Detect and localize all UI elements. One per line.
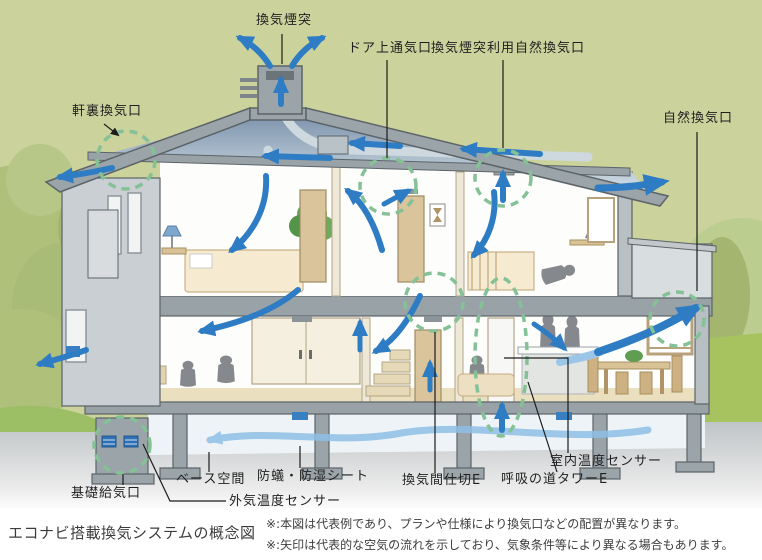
diagram-title: エコナビ搭載換気システムの概念図 — [8, 524, 256, 542]
vent-circle-natural — [648, 290, 706, 348]
label-eave-back-vent: 軒裏換気口 — [72, 104, 143, 119]
ceiling-band — [87, 151, 631, 177]
label-base-space: ベース空間 — [176, 472, 246, 487]
vent-circle-door-top — [358, 156, 418, 216]
floor-vent-2 — [556, 412, 572, 420]
label-chimney-natural-vent: 換気煙突利用自然換気口 — [431, 41, 586, 56]
diagram-notes: ※:本図は代表例であり、プランや仕様により換気口などの配置が異なります。 ※:矢… — [266, 514, 733, 556]
attic-space — [92, 115, 652, 198]
partition-vent — [424, 316, 442, 322]
label-natural-vent: 自然換気口 — [663, 111, 734, 126]
balcony — [627, 237, 717, 299]
duct-box — [317, 135, 349, 155]
second-floor-furniture — [161, 165, 615, 297]
leader-lines — [103, 34, 698, 502]
house-cutaway-illustration — [0, 0, 762, 512]
label-outdoor-temp-sensor: 外気温度センサー — [229, 494, 342, 509]
label-anti-termite-sheet: 防蟻・防湿シート — [257, 469, 370, 484]
vent-circle-foundation — [92, 415, 152, 475]
vent-circle-breathing-tower — [473, 276, 529, 438]
first-floor-slab — [84, 401, 710, 415]
label-indoor-temp-sensor: 室内温度センサー — [550, 454, 663, 469]
first-floor-ceiling-vent — [292, 316, 312, 322]
label-breathing-tower: 呼吸の道タワーE — [501, 472, 609, 487]
label-foundation-intake: 基礎給気口 — [71, 486, 142, 501]
second-floor-slab — [77, 295, 713, 317]
right-wall-1f — [694, 305, 710, 405]
grass-left — [0, 405, 98, 432]
vent-circle-chimney-natural — [473, 148, 533, 208]
vent-circle-eave — [95, 129, 157, 191]
floor-vent-1 — [292, 412, 308, 420]
note-line-1: ※:本図は代表例であり、プランや仕様により換気口などの配置が異なります。 — [266, 517, 687, 531]
sofa — [457, 373, 515, 397]
dining-set — [587, 350, 683, 395]
label-ventilation-chimney: 換気煙突 — [256, 13, 313, 28]
airflow-arrows — [35, 35, 703, 445]
vent-circle-partition — [403, 271, 465, 333]
label-door-top-vent: ドア上通気口 — [348, 41, 433, 56]
note-line-2: ※:矢印は代表的な空気の流れを示しており、気象条件等により異なる場合もあります。 — [266, 538, 734, 552]
caption-bar: エコナビ搭載換気システムの概念図 ※:本図は代表例であり、プランや仕様により換気… — [0, 508, 762, 560]
label-vent-partition: 換気間仕切E — [402, 473, 482, 488]
left-facade — [61, 177, 161, 407]
vent-markers — [92, 129, 706, 475]
foundation-vents — [101, 435, 139, 448]
